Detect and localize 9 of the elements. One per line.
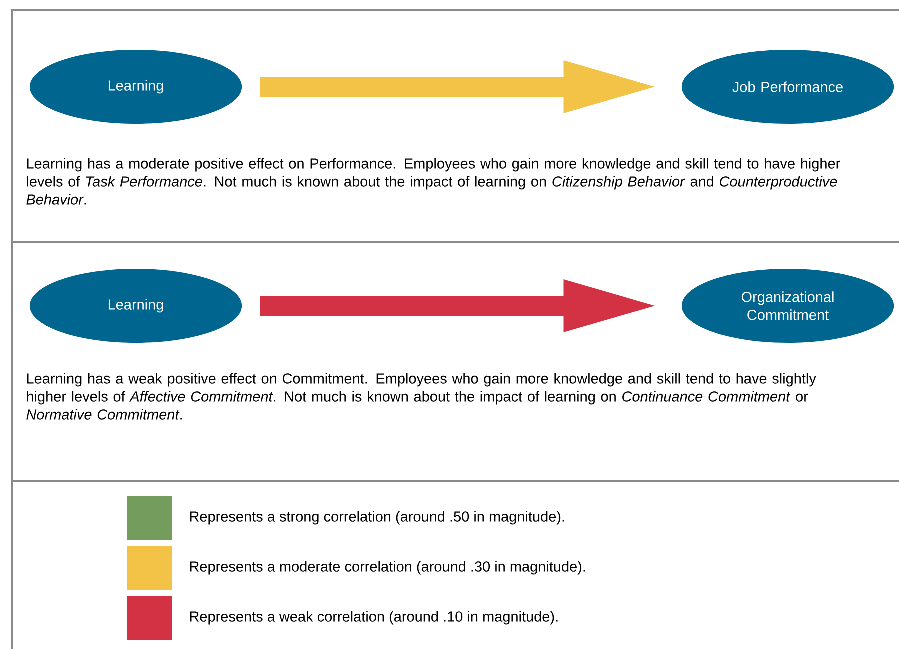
ellipse-node: Job Performance bbox=[682, 50, 894, 124]
ellipse-node: Organizational Commitment bbox=[682, 269, 894, 343]
legend-text: Represents a strong correlation (around .50 in magnitude). bbox=[190, 511, 564, 525]
description-text: Learning has a weak positive effect on Commitment. Employees who gain more knowledge and skill tend to have slightly higher levels of Affective Commitment. Not much is known about the impact of learning on Continuance Commitment or Normative Commitment. bbox=[26, 373, 816, 420]
legend-text: Represents a weak correlation (around .10 in magnitude). bbox=[190, 611, 558, 625]
ellipse-node: Learning bbox=[30, 269, 242, 343]
legend-text: Represents a moderate correlation (around .30 in magnitude). bbox=[190, 561, 586, 575]
description-text: Learning has a moderate positive effect on Performance. Employees who gain more knowledge and skill tend to have higher levels of Task Performance. Not much is known about the impact of learning on Citizenship Behavior and Counterproductive Behavior. bbox=[26, 158, 840, 205]
ellipse-node: Learning bbox=[30, 50, 242, 124]
